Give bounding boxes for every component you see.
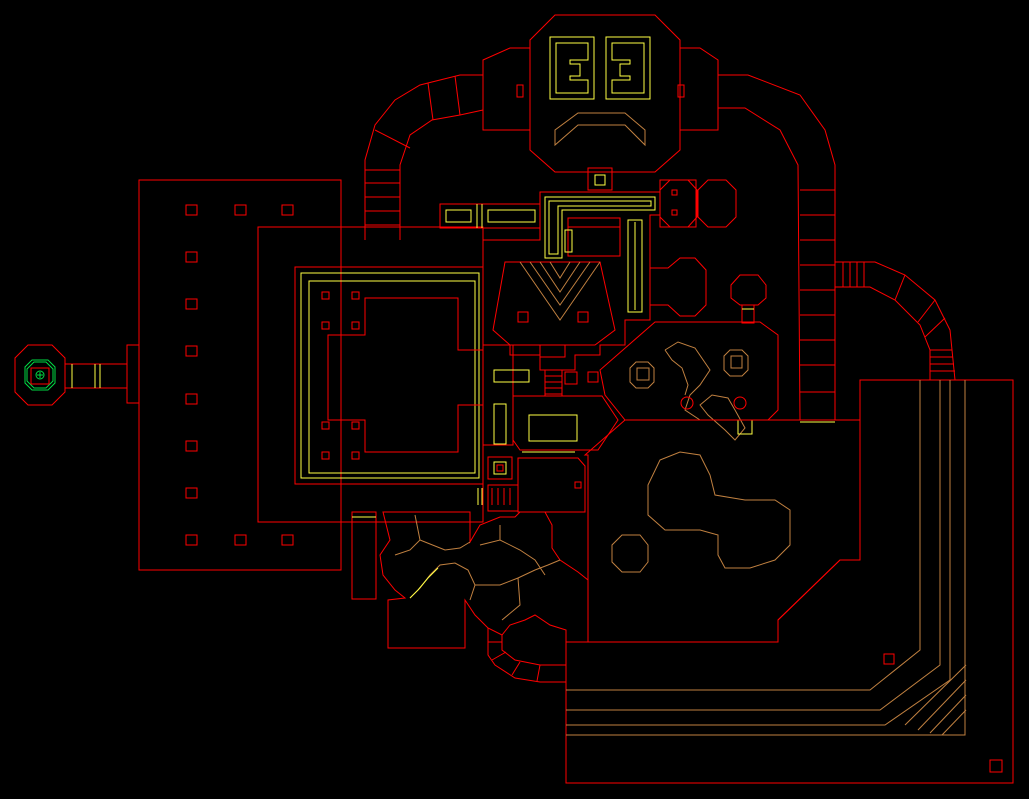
south-east-hall: [565, 379, 1014, 784]
player-arrow-icon: [35, 370, 45, 380]
south-caves: [379, 511, 589, 683]
central-building: [439, 179, 767, 513]
north-east-corridor: [718, 74, 836, 423]
inner-courtyard: [294, 266, 484, 485]
east-outer-corridor: [835, 261, 956, 381]
north-exit-structure: [482, 14, 719, 191]
exit-sign-right: [605, 36, 651, 100]
east-nukage-cavern: [599, 321, 779, 441]
west-teleport-pad: [14, 344, 128, 406]
west-pillar-hall: [126, 179, 484, 600]
exit-sign-left: [549, 36, 595, 100]
north-west-corridor: [364, 74, 484, 240]
